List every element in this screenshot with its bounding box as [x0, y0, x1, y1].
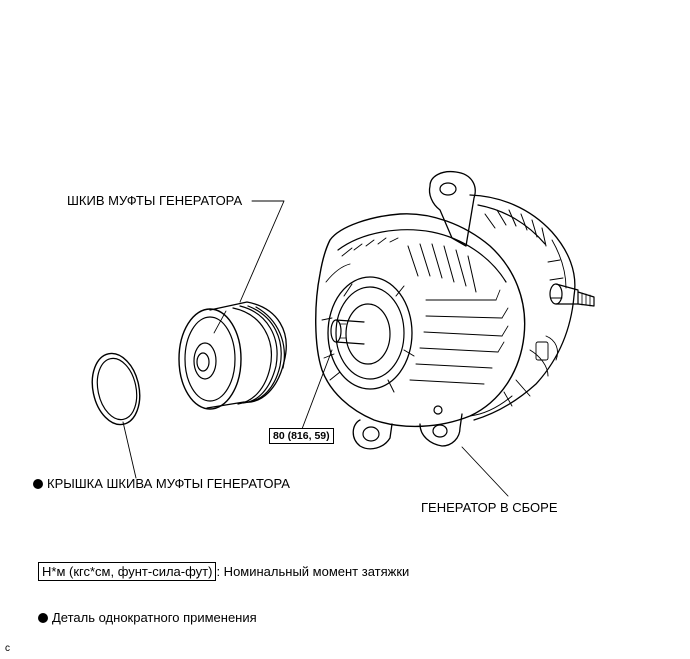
alternator-leader-line [461, 446, 509, 497]
leader-lines [122, 200, 509, 497]
legend-torque: Н*м (кгс*см, фунт-сила-фут): Номинальный… [38, 562, 410, 581]
label-alternator-assembly: ГЕНЕРАТОР В СБОРЕ [421, 500, 558, 515]
torque-units-box: Н*м (кгс*см, фунт-сила-фут) [38, 562, 217, 581]
alternator-assembly-drawing [315, 170, 595, 450]
torque-spec-box: 80 (816, 59) [269, 428, 334, 444]
legend-non-reusable: Деталь однократного применения [38, 610, 257, 626]
label-pulley-cap: КРЫШКА ШКИВА МУФТЫ ГЕНЕРАТОРА [33, 476, 290, 492]
label-clutch-pulley: ШКИВ МУФТЫ ГЕНЕРАТОРА [67, 193, 243, 208]
pulley-cap-drawing [91, 352, 141, 426]
cap-leader-line [122, 421, 137, 479]
torque-description: : Номинальный момент затяжки [216, 564, 410, 579]
torque-leader-line [301, 349, 333, 430]
pulley-leader-line [239, 200, 285, 303]
clutch-pulley-drawing [178, 301, 287, 410]
corner-mark: c [5, 643, 10, 654]
filled-circle-icon [38, 613, 48, 623]
filled-circle-icon [33, 479, 43, 489]
